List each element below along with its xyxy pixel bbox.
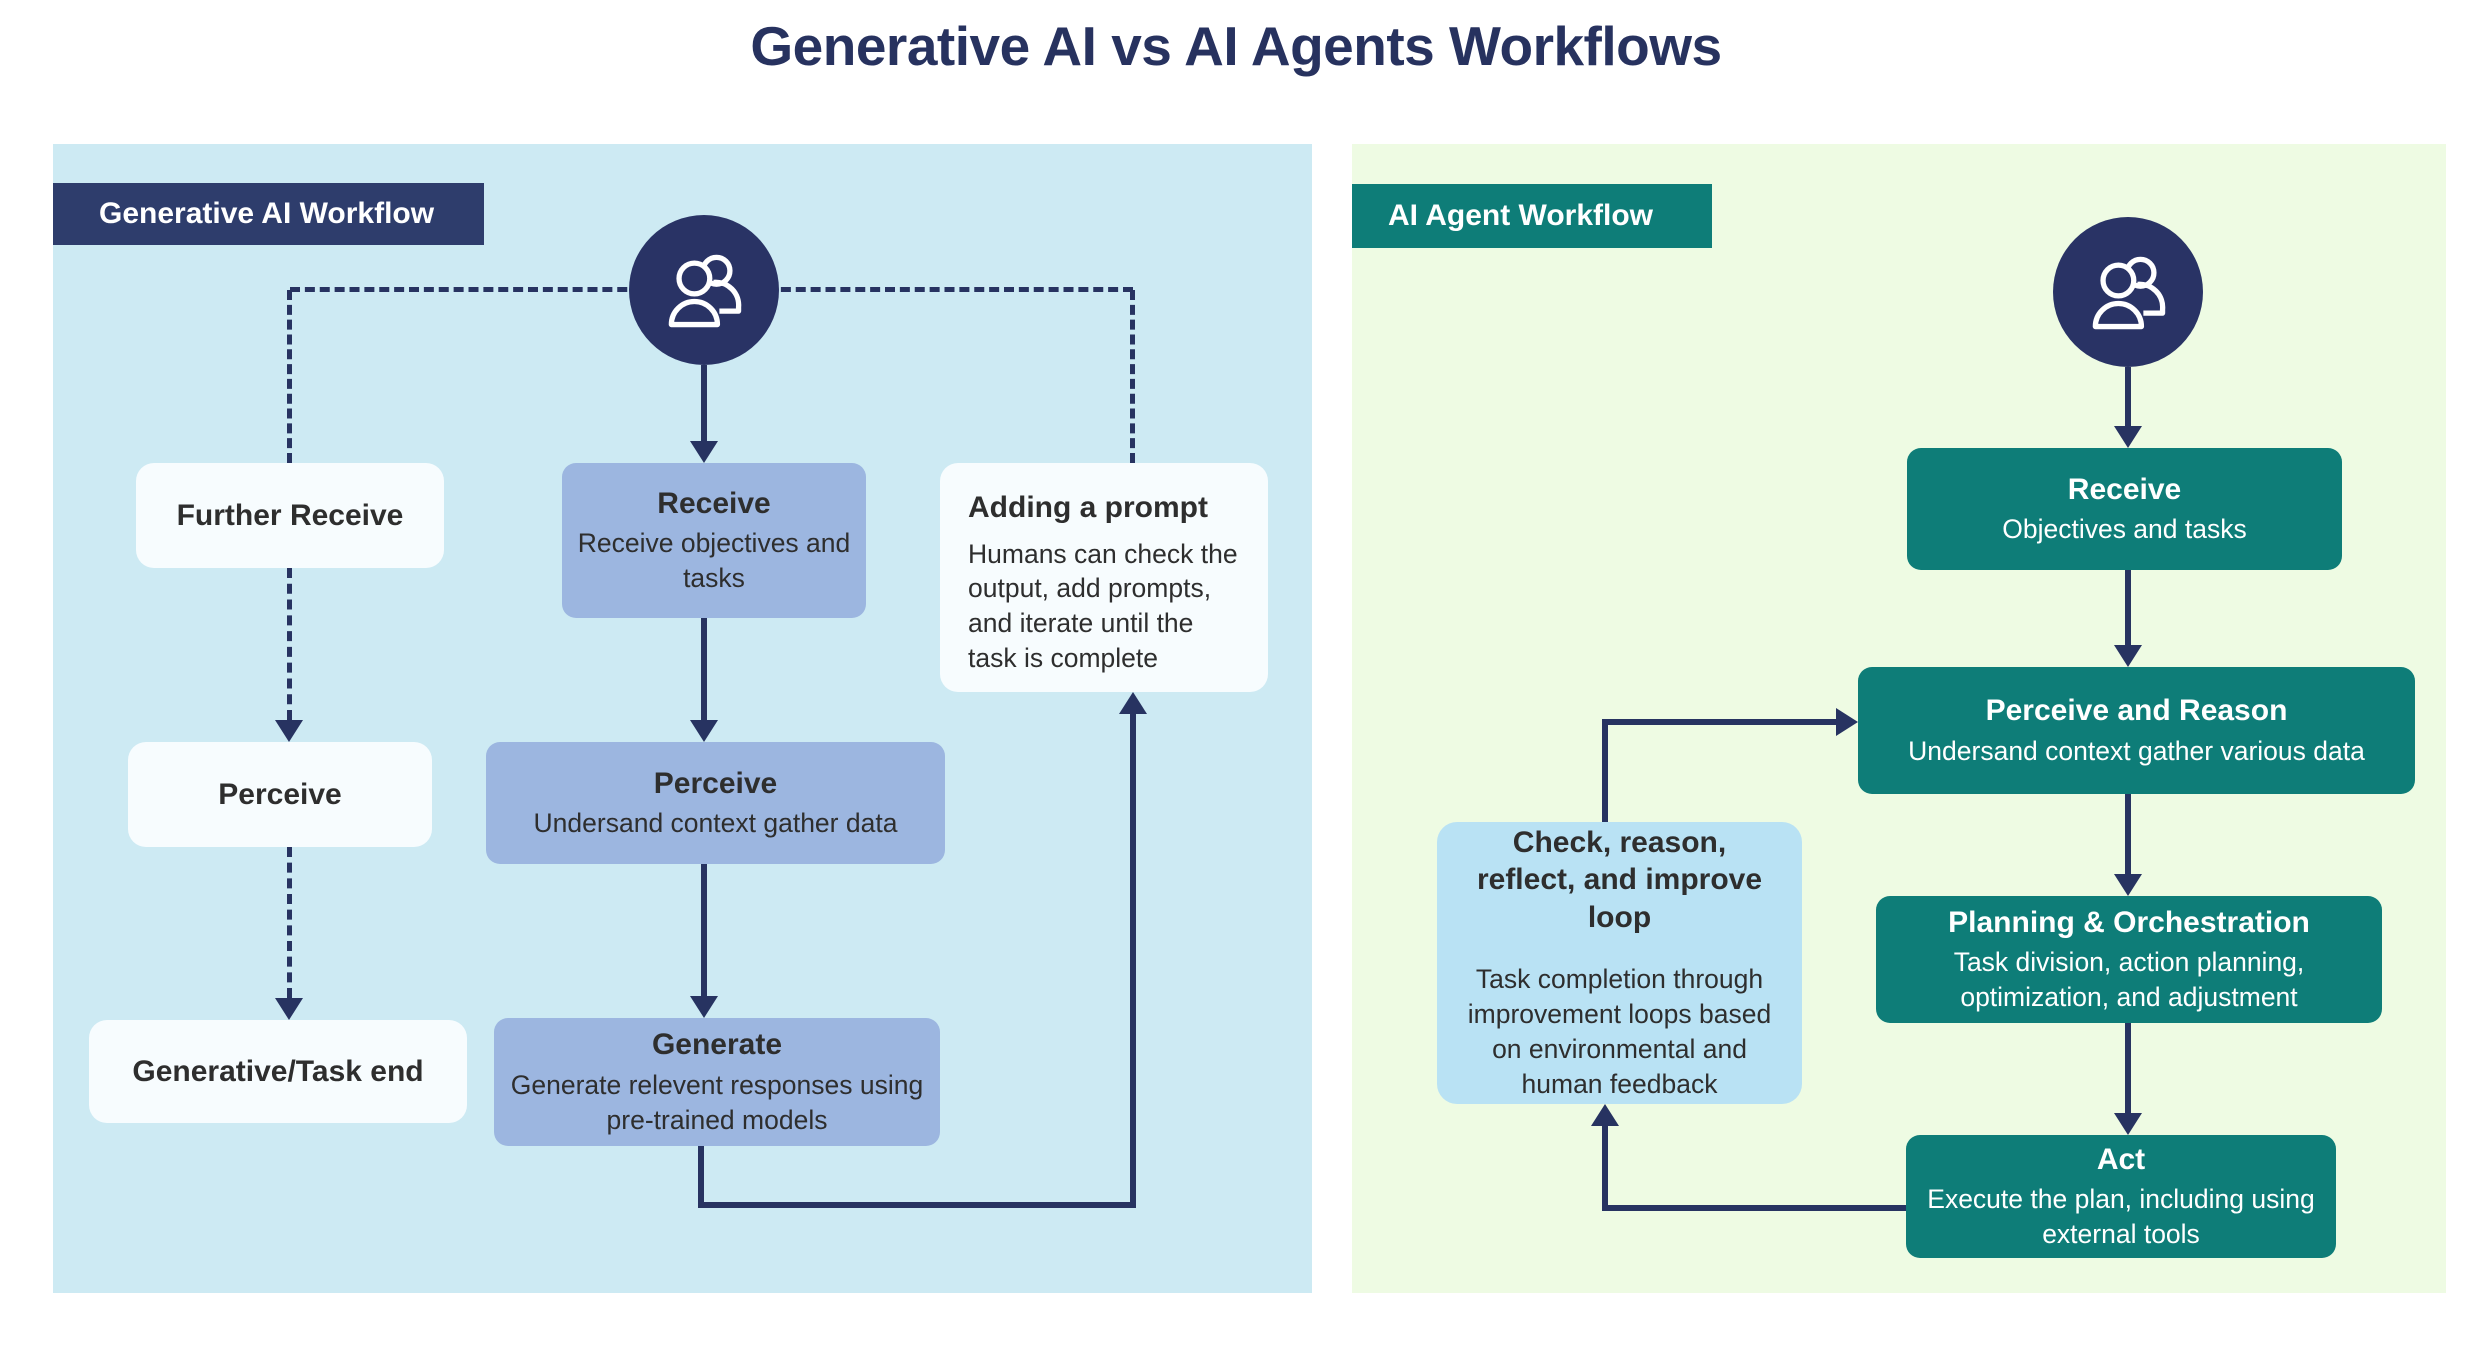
node-title: Planning & Orchestration <box>1948 905 2310 939</box>
arrowhead-check-loop <box>1591 1104 1619 1126</box>
loop-line-bottom <box>698 1202 1133 1208</box>
node-subtitle: Task division, action planning, optimiza… <box>1953 947 2305 1013</box>
node-title: Receive <box>657 486 771 520</box>
human-user-circle <box>629 215 779 365</box>
arrowhead-loop-perceive-reason <box>1836 708 1858 736</box>
arrowhead-generate <box>690 996 718 1018</box>
line-perceive-to-generate <box>701 864 707 996</box>
arrowhead-act <box>2114 1113 2142 1135</box>
dashed-line-to-perceive <box>287 568 292 720</box>
users-icon <box>668 254 742 328</box>
node-title: Perceive and Reason <box>1985 694 2288 728</box>
node-receive: Receive Receive objectives and tasks <box>562 463 866 618</box>
node-title: Receive <box>2067 472 2182 506</box>
ai-agent-panel: AI Agent Workflow Receive Obj <box>1352 144 2446 1293</box>
node-perceive-left: Perceive <box>128 742 432 847</box>
node-perceive-and-reason: Perceive and Reason Undersand context ga… <box>1858 667 2415 794</box>
node-title: Adding a prompt <box>968 491 1208 524</box>
node-title: Check, reason, reflect, and improve loop <box>1476 825 1763 934</box>
line-perceive-to-planning <box>2125 794 2131 874</box>
loop-line-up-to-check <box>1602 1126 1608 1211</box>
node-title: Generate <box>651 1028 783 1062</box>
node-planning-orchestration: Planning & Orchestration Task division, … <box>1876 896 2382 1023</box>
loop-line-check-up <box>1602 719 1608 822</box>
node-subtitle: Undersand context gather various data <box>1908 735 2365 766</box>
line-receive-to-perceive-reason <box>2125 570 2131 645</box>
node-subtitle: Generate relevent responses using pre-tr… <box>510 1069 924 1135</box>
node-subtitle: Undersand context gather data <box>533 808 898 839</box>
node-subtitle: Execute the plan, including using extern… <box>1927 1184 2315 1250</box>
arrowhead-receive <box>2114 426 2142 448</box>
dashed-line-to-adding-prompt <box>1130 290 1135 463</box>
node-check-reason-reflect-loop: Check, reason, reflect, and improve loop… <box>1437 822 1802 1104</box>
loop-line-to-perceive-reason <box>1602 719 1836 725</box>
node-subtitle: Objectives and tasks <box>2002 514 2247 545</box>
dashed-line-to-further-receive <box>287 290 292 463</box>
line-planning-to-act <box>2125 1023 2131 1113</box>
page-title: Generative AI vs AI Agents Workflows <box>750 15 1722 77</box>
line-human-to-receive <box>2125 367 2131 426</box>
line-human-to-receive <box>701 365 707 441</box>
arrowhead-receive <box>690 441 718 463</box>
dashed-arrowhead-perceive <box>275 720 303 742</box>
node-generate: Generate Generate relevent responses usi… <box>494 1018 940 1146</box>
human-user-circle <box>2053 217 2203 367</box>
node-act: Act Execute the plan, including using ex… <box>1906 1135 2336 1258</box>
loop-line-up-to-prompt <box>1130 714 1136 1208</box>
users-icon <box>2092 256 2166 330</box>
dashed-line-to-task-end <box>287 847 292 998</box>
node-perceive: Perceive Undersand context gather data <box>486 742 945 864</box>
node-further-receive: Further Receive <box>136 463 444 568</box>
dashed-arrowhead-task-end <box>275 998 303 1020</box>
ai-agent-badge: AI Agent Workflow <box>1352 184 1712 248</box>
node-subtitle: Receive objectives and tasks <box>577 528 851 594</box>
arrowhead-perceive-main <box>690 720 718 742</box>
node-title: Further Receive <box>176 498 404 532</box>
node-title: Act <box>2096 1142 2146 1176</box>
node-title: Perceive <box>653 766 778 800</box>
loop-line-from-act <box>1602 1205 1906 1211</box>
node-title: Perceive <box>218 777 342 811</box>
line-receive-to-perceive <box>701 618 707 720</box>
node-adding-a-prompt: Adding a prompt Humans can check the out… <box>940 463 1268 692</box>
arrowhead-planning <box>2114 874 2142 896</box>
node-title: Generative/Task end <box>132 1054 424 1088</box>
node-body: Humans can check the output, add prompts… <box>968 538 1238 674</box>
generative-ai-badge: Generative AI Workflow <box>53 183 484 245</box>
node-body: Task completion through improvement loop… <box>1467 964 1772 1100</box>
arrowhead-adding-prompt <box>1119 692 1147 714</box>
generative-ai-panel: Generative AI Workflow <box>53 144 1312 1293</box>
loop-line-generate-down <box>698 1146 704 1208</box>
node-receive: Receive Objectives and tasks <box>1907 448 2342 570</box>
arrowhead-perceive-reason <box>2114 645 2142 667</box>
node-generative-task-end: Generative/Task end <box>89 1020 467 1123</box>
